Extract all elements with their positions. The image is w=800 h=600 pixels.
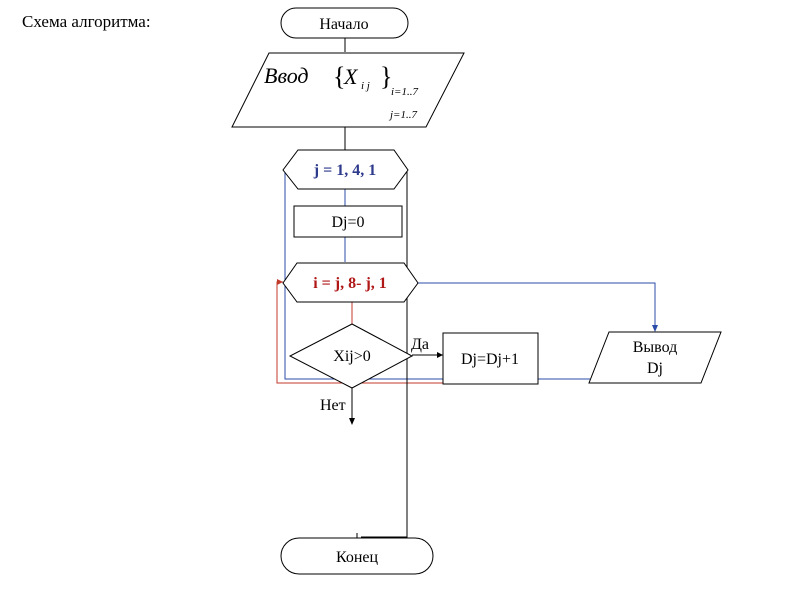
loop-j-hexagon bbox=[282, 149, 409, 190]
output-label-line1: Вывод bbox=[633, 339, 678, 356]
input-symbol: X bbox=[343, 64, 359, 89]
input-range-i: i=1..7 bbox=[391, 86, 418, 98]
loop-j-label: j = 1, 4, 1 bbox=[313, 162, 376, 179]
increment-label: Dj=Dj+1 bbox=[461, 351, 519, 368]
init-block bbox=[293, 205, 403, 238]
start-label: Начало bbox=[319, 16, 368, 33]
input-range-j: j=1..7 bbox=[388, 109, 417, 121]
input-brace-left: { bbox=[333, 62, 345, 91]
arrowhead-no bbox=[349, 418, 355, 425]
init-label: Dj=0 bbox=[331, 214, 364, 231]
increment-block bbox=[442, 332, 539, 385]
condition-label: Xij>0 bbox=[333, 348, 370, 365]
end-label: Конец bbox=[336, 549, 379, 566]
condition-diamond bbox=[288, 323, 414, 389]
end-terminal bbox=[280, 537, 434, 575]
loop-i-hexagon bbox=[282, 262, 419, 303]
input-parallelogram bbox=[231, 52, 465, 128]
start-terminal bbox=[280, 7, 409, 39]
arrowhead-yes bbox=[437, 352, 443, 358]
output-label-line2: Dj bbox=[647, 360, 663, 377]
yes-label: Да bbox=[411, 336, 429, 353]
input-subscript: i j bbox=[361, 80, 370, 92]
loop-i-exit-line bbox=[417, 282, 656, 329]
loop-i-return-arrow bbox=[277, 279, 283, 285]
input-word: Ввод bbox=[264, 63, 309, 88]
loop-i-exit-arrow bbox=[652, 325, 658, 332]
output-parallelogram bbox=[588, 331, 722, 384]
diagram-title: Схема алгоритма: bbox=[22, 12, 151, 31]
loop-i-label: i = j, 8- j, 1 bbox=[313, 275, 387, 292]
input-brace-right: } bbox=[380, 62, 392, 91]
no-label: Нет bbox=[320, 397, 346, 414]
